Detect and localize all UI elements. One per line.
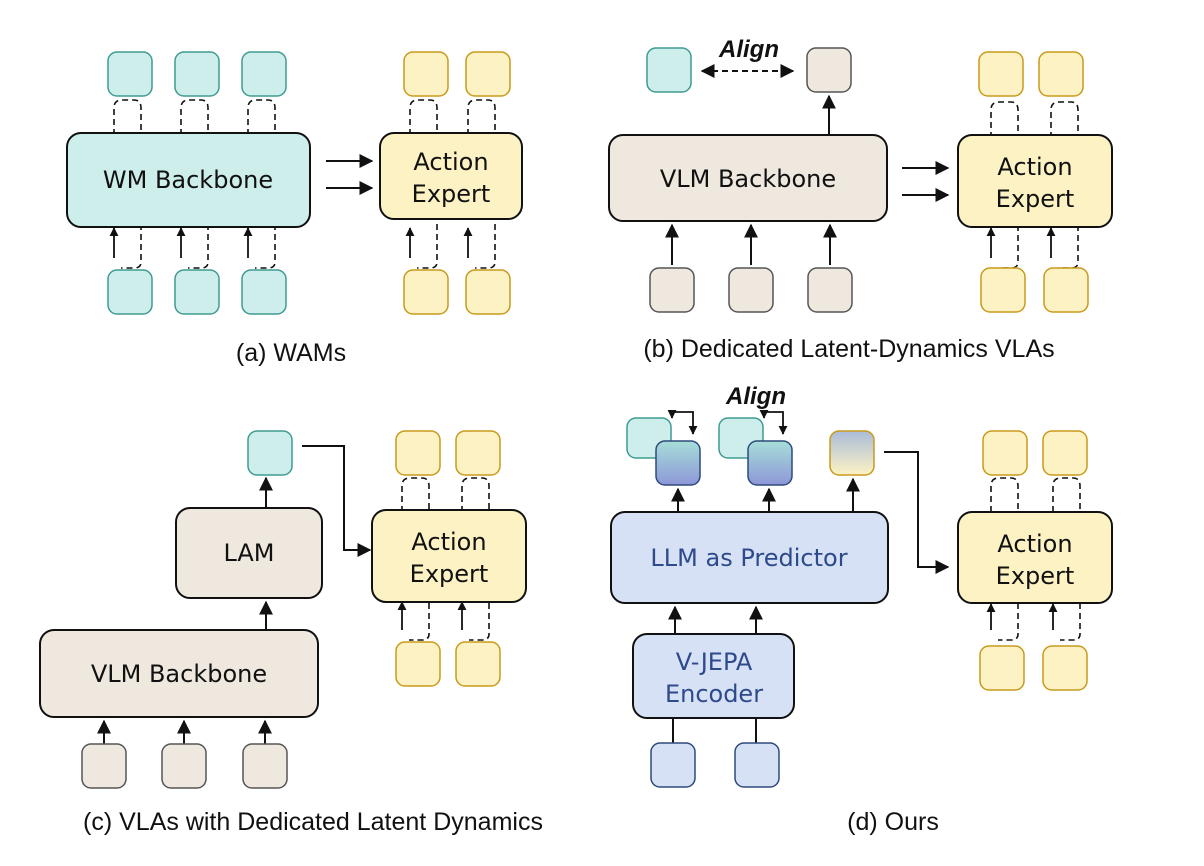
panel-c-input-tokens xyxy=(81,743,288,789)
panel-a-caption: (a) WAMs xyxy=(236,339,346,367)
panel-d-align-arrow-2 xyxy=(759,409,788,435)
panel-d-yellow-tokens xyxy=(979,430,1088,691)
llm-predictor-box xyxy=(610,511,889,604)
panel-b-caption: (b) Dedicated Latent-Dynamics VLAs xyxy=(643,335,1054,363)
panel-d-predictor-output-arrows xyxy=(671,477,860,512)
panel-b-predicted-latent-token xyxy=(806,47,852,93)
panel-c-caption: (c) VLAs with Dedicated Latent Dynamics xyxy=(83,808,543,836)
panel-d-action-expert-box xyxy=(957,511,1113,604)
panel-d-action-latent-token xyxy=(829,430,875,476)
panel-c-input-arrows xyxy=(97,719,272,744)
panel-d-align-label: Align xyxy=(725,383,786,410)
panel-c-latent-token xyxy=(247,430,293,476)
panel-c-latent-to-expert-arrow xyxy=(302,445,372,557)
panel-d-expert-input-arrows xyxy=(986,603,1058,630)
panel-d-expert-line2: Expert xyxy=(996,562,1075,590)
panel-b-flow-arrows xyxy=(902,161,950,202)
panel-c-expert-line2: Expert xyxy=(410,560,489,588)
panel-c-yellow-tokens xyxy=(395,430,501,687)
panel-b-recurrent-loops xyxy=(990,101,1079,269)
panel-d-input-tokens xyxy=(650,742,780,788)
panel-b-expert-input-arrows xyxy=(986,227,1056,258)
panel-c: LAM VLM Backbone Action Expert xyxy=(39,430,543,836)
panel-d-expert-line1: Action xyxy=(997,530,1072,558)
panel-a-expert-line2: Expert xyxy=(412,180,491,208)
panel-b-vlm-backbone-label: VLM Backbone xyxy=(660,165,836,193)
panel-c-expert-input-arrows xyxy=(397,601,467,630)
panel-a-input-arrows xyxy=(109,227,473,258)
panel-b: Align VLM Backbone Action xyxy=(608,36,1113,363)
panel-c-vlm-backbone-label: VLM Backbone xyxy=(91,660,267,688)
panel-c-expert-line1: Action xyxy=(411,528,486,556)
v-jepa-encoder-line2: Encoder xyxy=(665,680,763,708)
wm-backbone-label: WM Backbone xyxy=(103,166,273,194)
panel-b-target-latent-token xyxy=(646,47,692,93)
panel-a: WM Backbone Action Expert (a) WAMs xyxy=(66,51,523,367)
panel-d-input-lines xyxy=(672,718,757,743)
lam-label: LAM xyxy=(223,539,274,567)
panel-d-recurrent-loops xyxy=(990,477,1081,641)
panel-b-vlm-backbone-box xyxy=(608,134,888,222)
panel-b-action-expert-box xyxy=(957,134,1113,228)
lam-box xyxy=(175,507,323,599)
v-jepa-encoder-box xyxy=(632,633,795,719)
panel-d-align-arrow-1 xyxy=(667,409,698,435)
panel-d-latent-to-expert-arrow xyxy=(884,451,950,574)
panel-a-action-expert-box xyxy=(379,132,523,220)
panel-d-encoder-output-arrows xyxy=(668,605,763,634)
panel-b-expert-line1: Action xyxy=(997,153,1072,181)
panel-b-input-tokens xyxy=(649,267,853,313)
panel-b-expert-line2: Expert xyxy=(996,185,1075,213)
panel-a-flow-arrows xyxy=(326,154,374,195)
panel-a-expert-line1: Action xyxy=(413,148,488,176)
v-jepa-encoder-line1: V-JEPA xyxy=(676,648,753,676)
panel-c-vlm-backbone-box xyxy=(39,629,319,718)
panel-d-predicted-token-1 xyxy=(655,440,701,486)
panel-a-recurrent-loops xyxy=(113,99,496,269)
panel-d-predicted-token-2 xyxy=(747,440,793,486)
panel-a-yellow-tokens xyxy=(403,51,511,315)
llm-predictor-label: LLM as Predictor xyxy=(650,544,847,572)
panel-a-teal-tokens xyxy=(107,51,287,315)
wm-backbone-box xyxy=(66,132,311,228)
panel-d-caption: (d) Ours xyxy=(847,808,939,836)
panel-d: Align LLM as Predictor V-JEPA Encoder xyxy=(610,383,1113,836)
panel-c-action-expert-box xyxy=(371,509,527,603)
panel-c-recurrent-loops xyxy=(401,477,490,641)
panel-b-input-arrows xyxy=(665,223,837,265)
panel-b-align-label: Align xyxy=(718,36,779,63)
panel-b-yellow-tokens xyxy=(978,51,1089,313)
